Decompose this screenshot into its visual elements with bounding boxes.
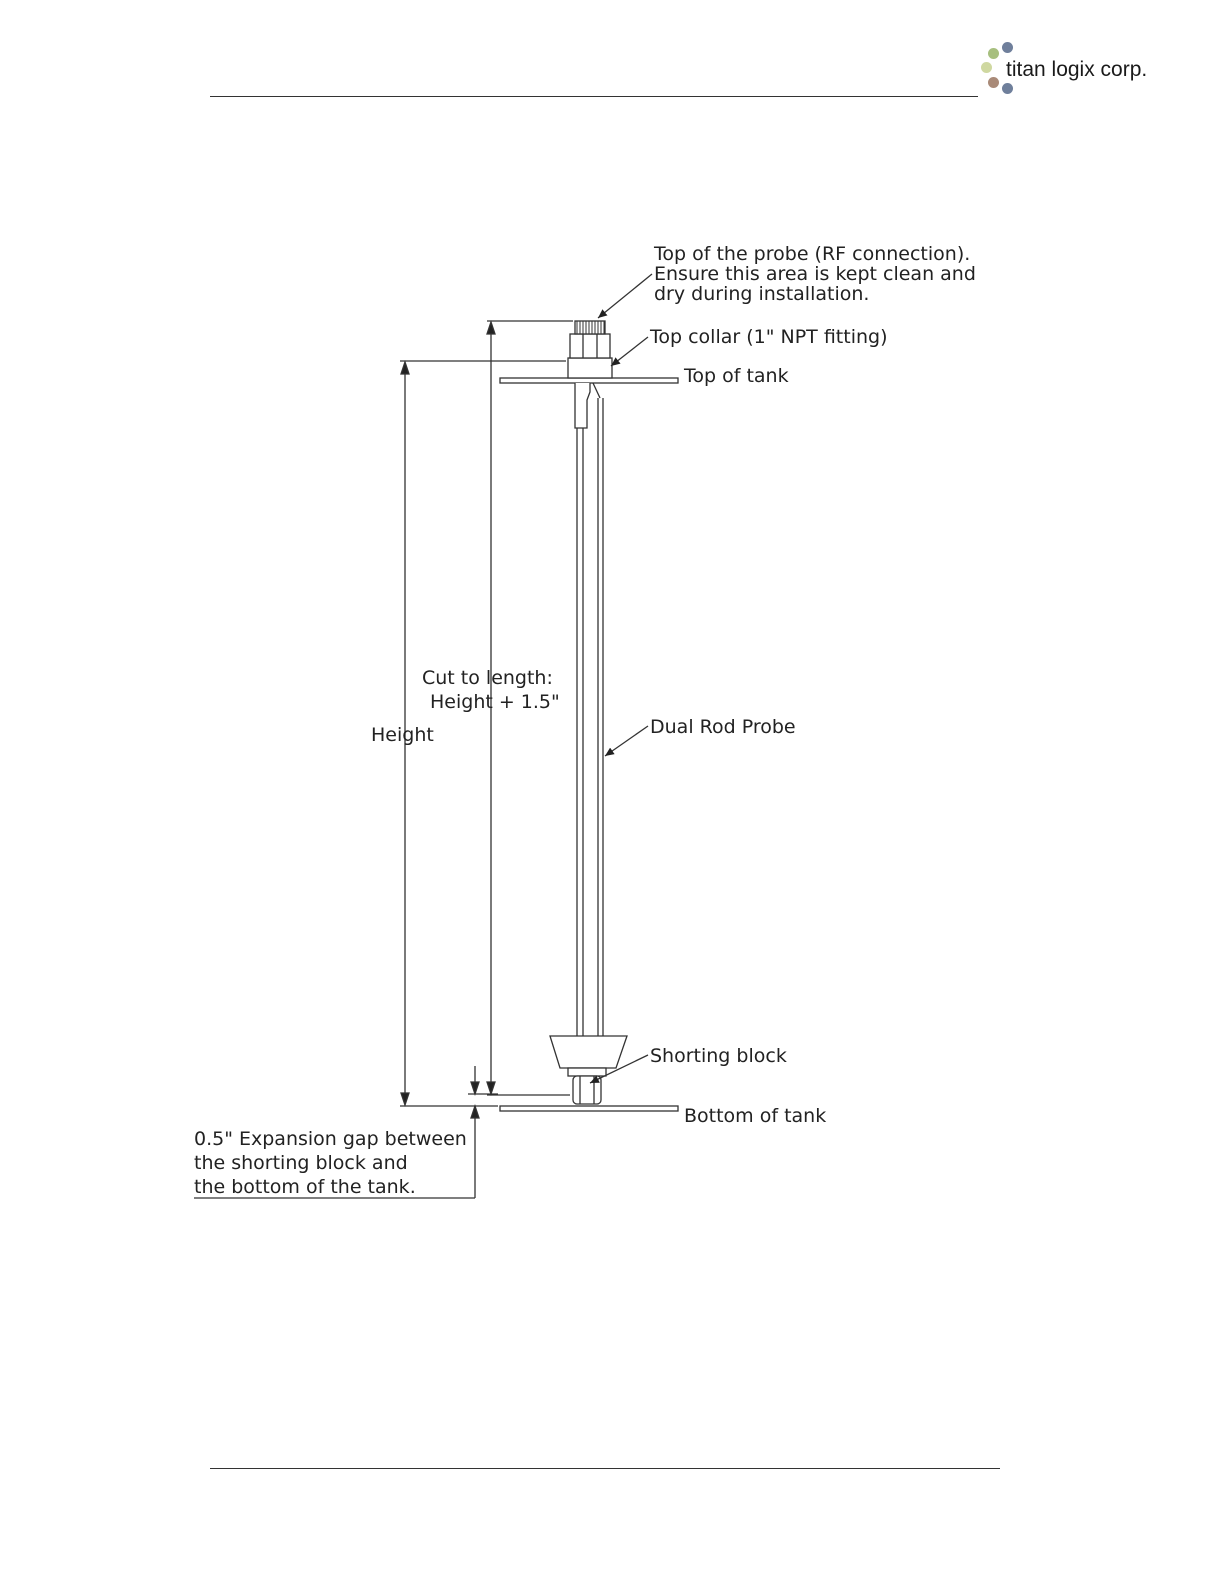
label-top-probe-line3: dry during installation. [654, 283, 869, 305]
top-collar [567, 357, 613, 379]
probe-feed-bracket [574, 383, 591, 429]
label-gap-line1: 0.5" Expansion gap between [194, 1128, 467, 1150]
label-top-collar: Top collar (1" NPT fitting) [649, 326, 887, 348]
label-top-of-tank: Top of tank [683, 365, 789, 387]
logo-dot-icon [988, 48, 999, 59]
height-dimension [400, 359, 566, 1108]
label-cut-to-length: Cut to length: [422, 667, 553, 689]
probe-nut [569, 333, 611, 359]
company-logo: titan logix corp. [980, 42, 1180, 102]
logo-dot-icon [1002, 83, 1013, 94]
leader-top-collar [610, 336, 649, 367]
bottom-of-tank-plate [499, 1105, 679, 1112]
leader-top-probe [597, 273, 653, 319]
header-rule [210, 96, 978, 97]
label-top-probe-line2: Ensure this area is kept clean and [654, 263, 976, 285]
dual-rods [576, 398, 604, 1036]
label-bottom-of-tank: Bottom of tank [684, 1105, 826, 1127]
logo-dot-icon [1002, 42, 1013, 53]
logo-dot-icon [981, 62, 992, 73]
label-top-probe-line1: Top of the probe (RF connection). [653, 243, 970, 265]
label-dual-rod-probe: Dual Rod Probe [650, 716, 796, 738]
logo-text: titan logix corp. [1006, 58, 1148, 81]
label-gap-line3: the bottom of the tank. [194, 1176, 416, 1198]
footer-rule [210, 1468, 1000, 1469]
expansion-gap-dimension [194, 1066, 498, 1199]
top-of-tank-plate [499, 377, 679, 384]
shorting-block [549, 1035, 628, 1069]
label-cut-formula: Height + 1.5" [430, 691, 560, 713]
label-gap-line2: the shorting block and [194, 1152, 408, 1174]
leader-shorting-block [589, 1054, 649, 1084]
cut-length-dimension [486, 319, 573, 1097]
leader-dual-rod [604, 725, 649, 757]
label-shorting-block: Shorting block [650, 1045, 787, 1067]
logo-dot-icon [988, 77, 999, 88]
label-height: Height [371, 724, 434, 746]
